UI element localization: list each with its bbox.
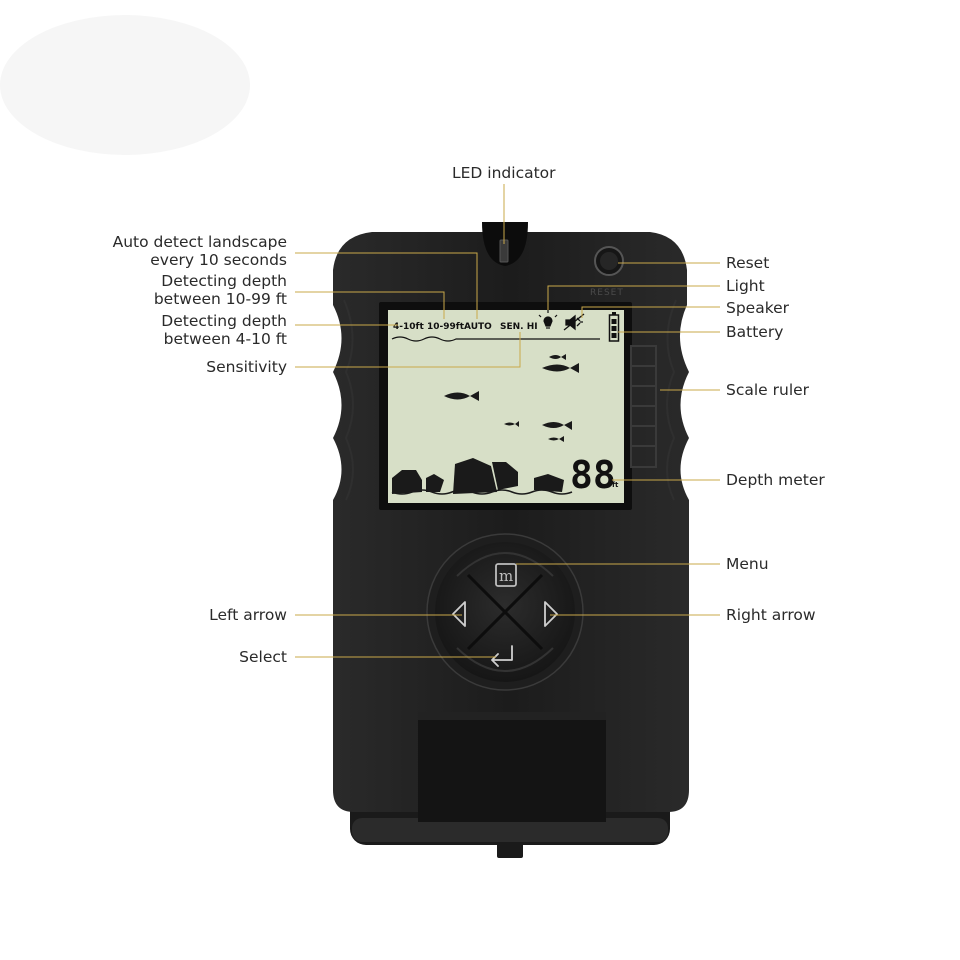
label-auto-detect-line2: every 10 seconds [150,251,287,269]
lcd-range-10-99: 10-99ft [427,322,465,332]
lcd-sensitivity: SEN. HI [500,322,538,332]
menu-key-glyph: m [499,567,513,585]
label-light: Light [726,277,765,295]
right-arrow-button[interactable] [544,601,558,627]
d-pad [426,533,584,691]
battery-icon [608,312,620,342]
light-icon [538,310,558,329]
label-depth-10-99: Detecting depth between 10-99 ft [154,272,287,308]
label-reset: Reset [726,254,770,272]
label-depth-10-99-line2: between 10-99 ft [153,290,287,308]
label-sensitivity: Sensitivity [206,358,287,376]
label-right-arrow: Right arrow [726,606,816,624]
left-arrow-button[interactable] [452,601,466,627]
select-button[interactable] [491,645,513,667]
lcd-range-4-10: 4-10ft [393,322,424,332]
lcd-fish [444,354,579,442]
label-battery: Battery [726,323,784,341]
scale-ruler [630,345,657,468]
label-led-indicator: LED indicator [452,164,556,182]
fish-icon [542,363,579,373]
lcd-auto: AUTO [464,322,492,332]
lcd-bottom-terrain [392,458,564,494]
label-select: Select [239,648,287,666]
leader-lines [295,184,720,658]
label-auto-detect-line1: Auto detect landscape [112,233,287,251]
label-auto-detect: Auto detect landscape every 10 seconds [113,233,287,269]
background-smudge [0,15,250,155]
fish-icon [542,421,572,430]
menu-button[interactable]: m [495,563,517,587]
label-speaker: Speaker [726,299,790,317]
label-depth-meter: Depth meter [726,471,825,489]
label-menu: Menu [726,555,769,573]
fish-icon [548,436,564,442]
enter-icon [491,645,513,667]
label-depth-10-99-line1: Detecting depth [161,272,287,290]
fish-icon [549,354,566,360]
left-arrow-icon [452,601,466,627]
fish-icon [444,391,479,401]
lcd-bottom-line [391,489,573,495]
speaker-mute-icon [563,313,585,331]
label-scale-ruler: Scale ruler [726,381,810,399]
fish-icon [504,421,519,427]
lcd-depth-unit: ft [612,481,619,489]
fold-plate [418,712,606,822]
lcd-surface-line [391,336,600,342]
reset-engraving: RESET [590,288,624,298]
right-arrow-icon [544,601,558,627]
label-depth-4-10: Detecting depth between 4-10 ft [161,312,287,348]
lcd-depth-digits: 88 [570,453,616,497]
label-left-arrow: Left arrow [209,606,287,624]
menu-icon [495,563,517,587]
label-depth-4-10-line2: between 4-10 ft [163,330,287,348]
label-depth-4-10-line1: Detecting depth [161,312,287,330]
